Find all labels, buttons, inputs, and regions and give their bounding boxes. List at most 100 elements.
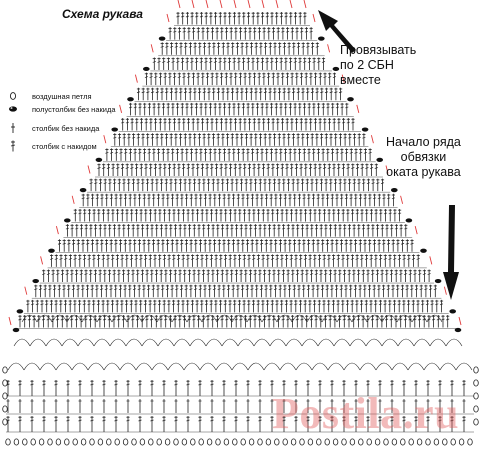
slip-stitch <box>111 127 118 132</box>
chain-arch <box>411 314 428 323</box>
note-line: вместе <box>340 73 381 87</box>
note-line: Начало ряда <box>386 135 461 149</box>
chain-arch <box>221 338 239 347</box>
chain-arch <box>93 338 111 347</box>
slip-stitch <box>95 157 103 162</box>
chain-arch <box>381 338 399 347</box>
chain-arch <box>285 338 303 347</box>
slip-stitch <box>449 309 457 314</box>
chain-arch <box>13 338 31 347</box>
chain-stitch-icon <box>8 90 18 102</box>
chain-arch <box>126 314 143 323</box>
chain-arch <box>306 314 323 323</box>
slip-stitch-icon <box>8 103 18 115</box>
chain-stitch <box>425 438 431 446</box>
chain-stitch <box>181 438 188 446</box>
chain-arch <box>7 362 25 371</box>
chain-stitch <box>341 438 347 446</box>
chain-stitch <box>366 438 372 446</box>
chain-stitch <box>5 438 11 446</box>
chain-stitch <box>473 366 479 374</box>
chain-arch <box>317 338 335 347</box>
decrease-mark <box>87 165 91 174</box>
chain-arch <box>186 314 203 323</box>
decrease-note: Провязывать по 2 СБН вместе <box>340 43 416 88</box>
chain-arch <box>141 338 159 347</box>
chain-arch <box>336 314 353 323</box>
slip-stitch <box>64 218 71 223</box>
chain-arch <box>119 362 137 371</box>
decrease-mark <box>303 0 307 9</box>
slip-stitch <box>32 278 39 284</box>
chain-stitch <box>164 438 171 446</box>
chain-stitch <box>400 438 406 446</box>
legend-label: воздушная петля <box>32 91 92 101</box>
chain-arch <box>96 314 113 323</box>
chain-stitch <box>22 438 28 446</box>
chain-stitch <box>30 438 36 446</box>
chain-stitch <box>332 438 339 446</box>
chain-stitch <box>290 438 297 446</box>
chain-stitch <box>299 438 305 446</box>
chain-arch <box>77 338 95 347</box>
decrease-mark <box>24 286 28 295</box>
chain-arch <box>189 338 207 347</box>
chain-arch <box>29 338 47 347</box>
chain-stitch <box>2 418 8 426</box>
chain-stitch <box>2 379 8 387</box>
chain-arch <box>157 338 175 347</box>
chain-arch <box>71 362 89 371</box>
chain-arch <box>55 362 73 371</box>
chain-arch <box>23 362 41 371</box>
chain-arch <box>231 362 249 371</box>
chain-stitch <box>467 438 473 446</box>
chain-stitch <box>2 392 8 400</box>
decrease-mark <box>400 195 404 204</box>
decrease-arrow-icon <box>318 10 356 53</box>
edging-start-note: Начало ряда обвязки оката рукава <box>386 135 461 180</box>
legend-label: столбик с накидом <box>32 141 97 151</box>
chain-stitch <box>324 438 330 446</box>
decrease-mark <box>55 225 59 235</box>
decrease-mark <box>327 44 331 53</box>
chain-arch <box>61 338 79 347</box>
chain-arch <box>103 362 121 371</box>
decrease-mark <box>177 0 181 9</box>
chain-arch <box>246 314 263 323</box>
chain-arch <box>269 338 287 347</box>
chain-arch <box>199 362 217 371</box>
chain-arch <box>276 314 293 323</box>
chain-stitch <box>391 438 398 446</box>
chain-arch <box>173 338 191 347</box>
chain-stitch <box>190 438 196 446</box>
slip-stitch <box>454 327 462 333</box>
chain-stitch <box>38 438 45 446</box>
chain-arch <box>301 338 319 347</box>
chain-stitch <box>358 438 364 446</box>
slip-stitch <box>48 248 55 253</box>
chain-arch <box>21 314 38 323</box>
chain-arch <box>45 338 63 347</box>
chain-arch <box>423 362 441 371</box>
slip-stitch <box>420 248 427 253</box>
chain-arch <box>183 362 201 371</box>
chain-stitch <box>122 438 129 446</box>
chain-stitch <box>72 438 78 446</box>
chain-arch <box>111 314 128 323</box>
slip-stitch <box>16 309 24 314</box>
chain-stitch <box>248 438 255 446</box>
chain-arch <box>375 362 393 371</box>
chain-stitch <box>383 438 389 446</box>
chain-arch <box>51 314 68 323</box>
slip-stitch <box>12 327 20 333</box>
decrease-mark <box>312 13 316 23</box>
chain-arch <box>216 314 233 323</box>
decrease-mark <box>219 0 223 9</box>
chain-stitch <box>274 438 280 446</box>
chain-arch <box>429 338 447 347</box>
chain-stitch <box>257 438 263 446</box>
decrease-mark <box>150 44 154 53</box>
note-line: Провязывать <box>340 43 417 57</box>
